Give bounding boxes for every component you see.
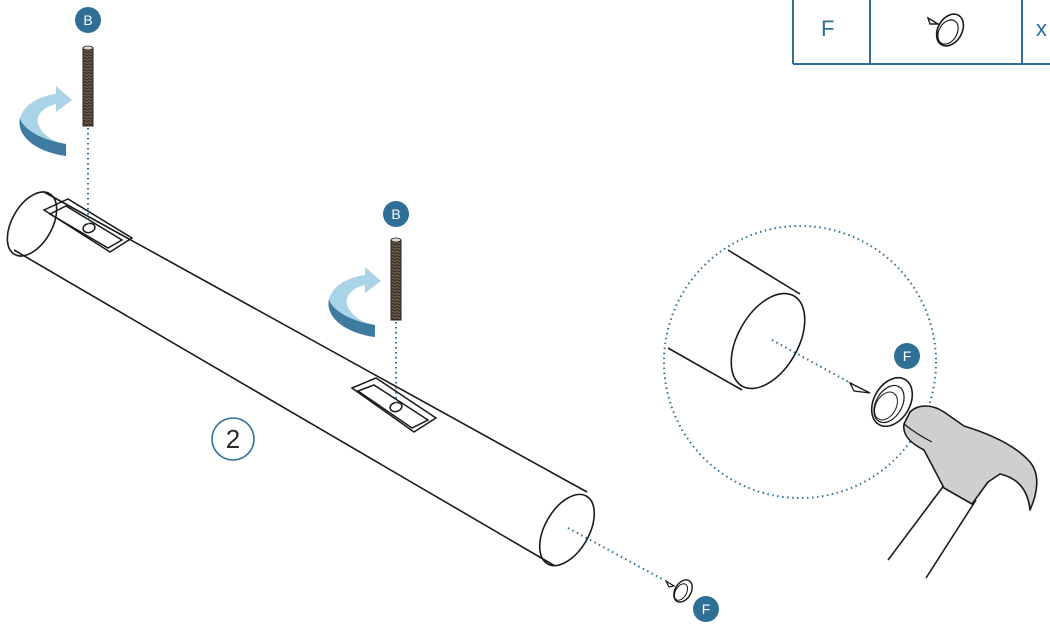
callout-badge-glide-end: F bbox=[693, 596, 719, 622]
svg-text:B: B bbox=[391, 206, 400, 222]
pipe-slot-middle bbox=[350, 377, 438, 433]
detail-magnifier-circle bbox=[663, 225, 937, 499]
threaded-bolt-icon bbox=[82, 45, 94, 127]
guide-line-glide bbox=[567, 527, 665, 581]
step-number: 2 bbox=[211, 417, 255, 461]
furniture-glide-nail-icon bbox=[848, 376, 914, 428]
quantity-text: x bbox=[1036, 16, 1047, 41]
pipe bbox=[6, 191, 596, 567]
threaded-bolt-icon bbox=[390, 237, 402, 321]
svg-text:F: F bbox=[702, 601, 711, 617]
pipe-right-end bbox=[538, 493, 596, 567]
rotate-arrow-icon bbox=[19, 86, 72, 156]
callout-badge-bolt-left: B bbox=[75, 7, 101, 33]
svg-text:2: 2 bbox=[226, 424, 240, 454]
detail-pipe bbox=[667, 249, 806, 391]
furniture-glide-nail-icon bbox=[664, 579, 693, 603]
part-label: F bbox=[821, 16, 834, 41]
hammer-icon bbox=[887, 405, 1038, 579]
svg-text:B: B bbox=[83, 12, 92, 28]
callout-badge-glide-detail: F bbox=[894, 343, 920, 369]
svg-text:F: F bbox=[903, 348, 912, 364]
guide-line-detail bbox=[771, 339, 857, 387]
pipe-top-edge bbox=[43, 191, 588, 493]
parts-table: F x bbox=[792, 0, 1050, 65]
rotate-arrow-icon bbox=[328, 267, 381, 337]
pipe-left-end bbox=[6, 191, 58, 257]
pipe-bottom-edge bbox=[13, 249, 556, 567]
furniture-glide-nail-icon bbox=[926, 13, 965, 47]
callout-badge-bolt-middle: B bbox=[383, 201, 409, 227]
